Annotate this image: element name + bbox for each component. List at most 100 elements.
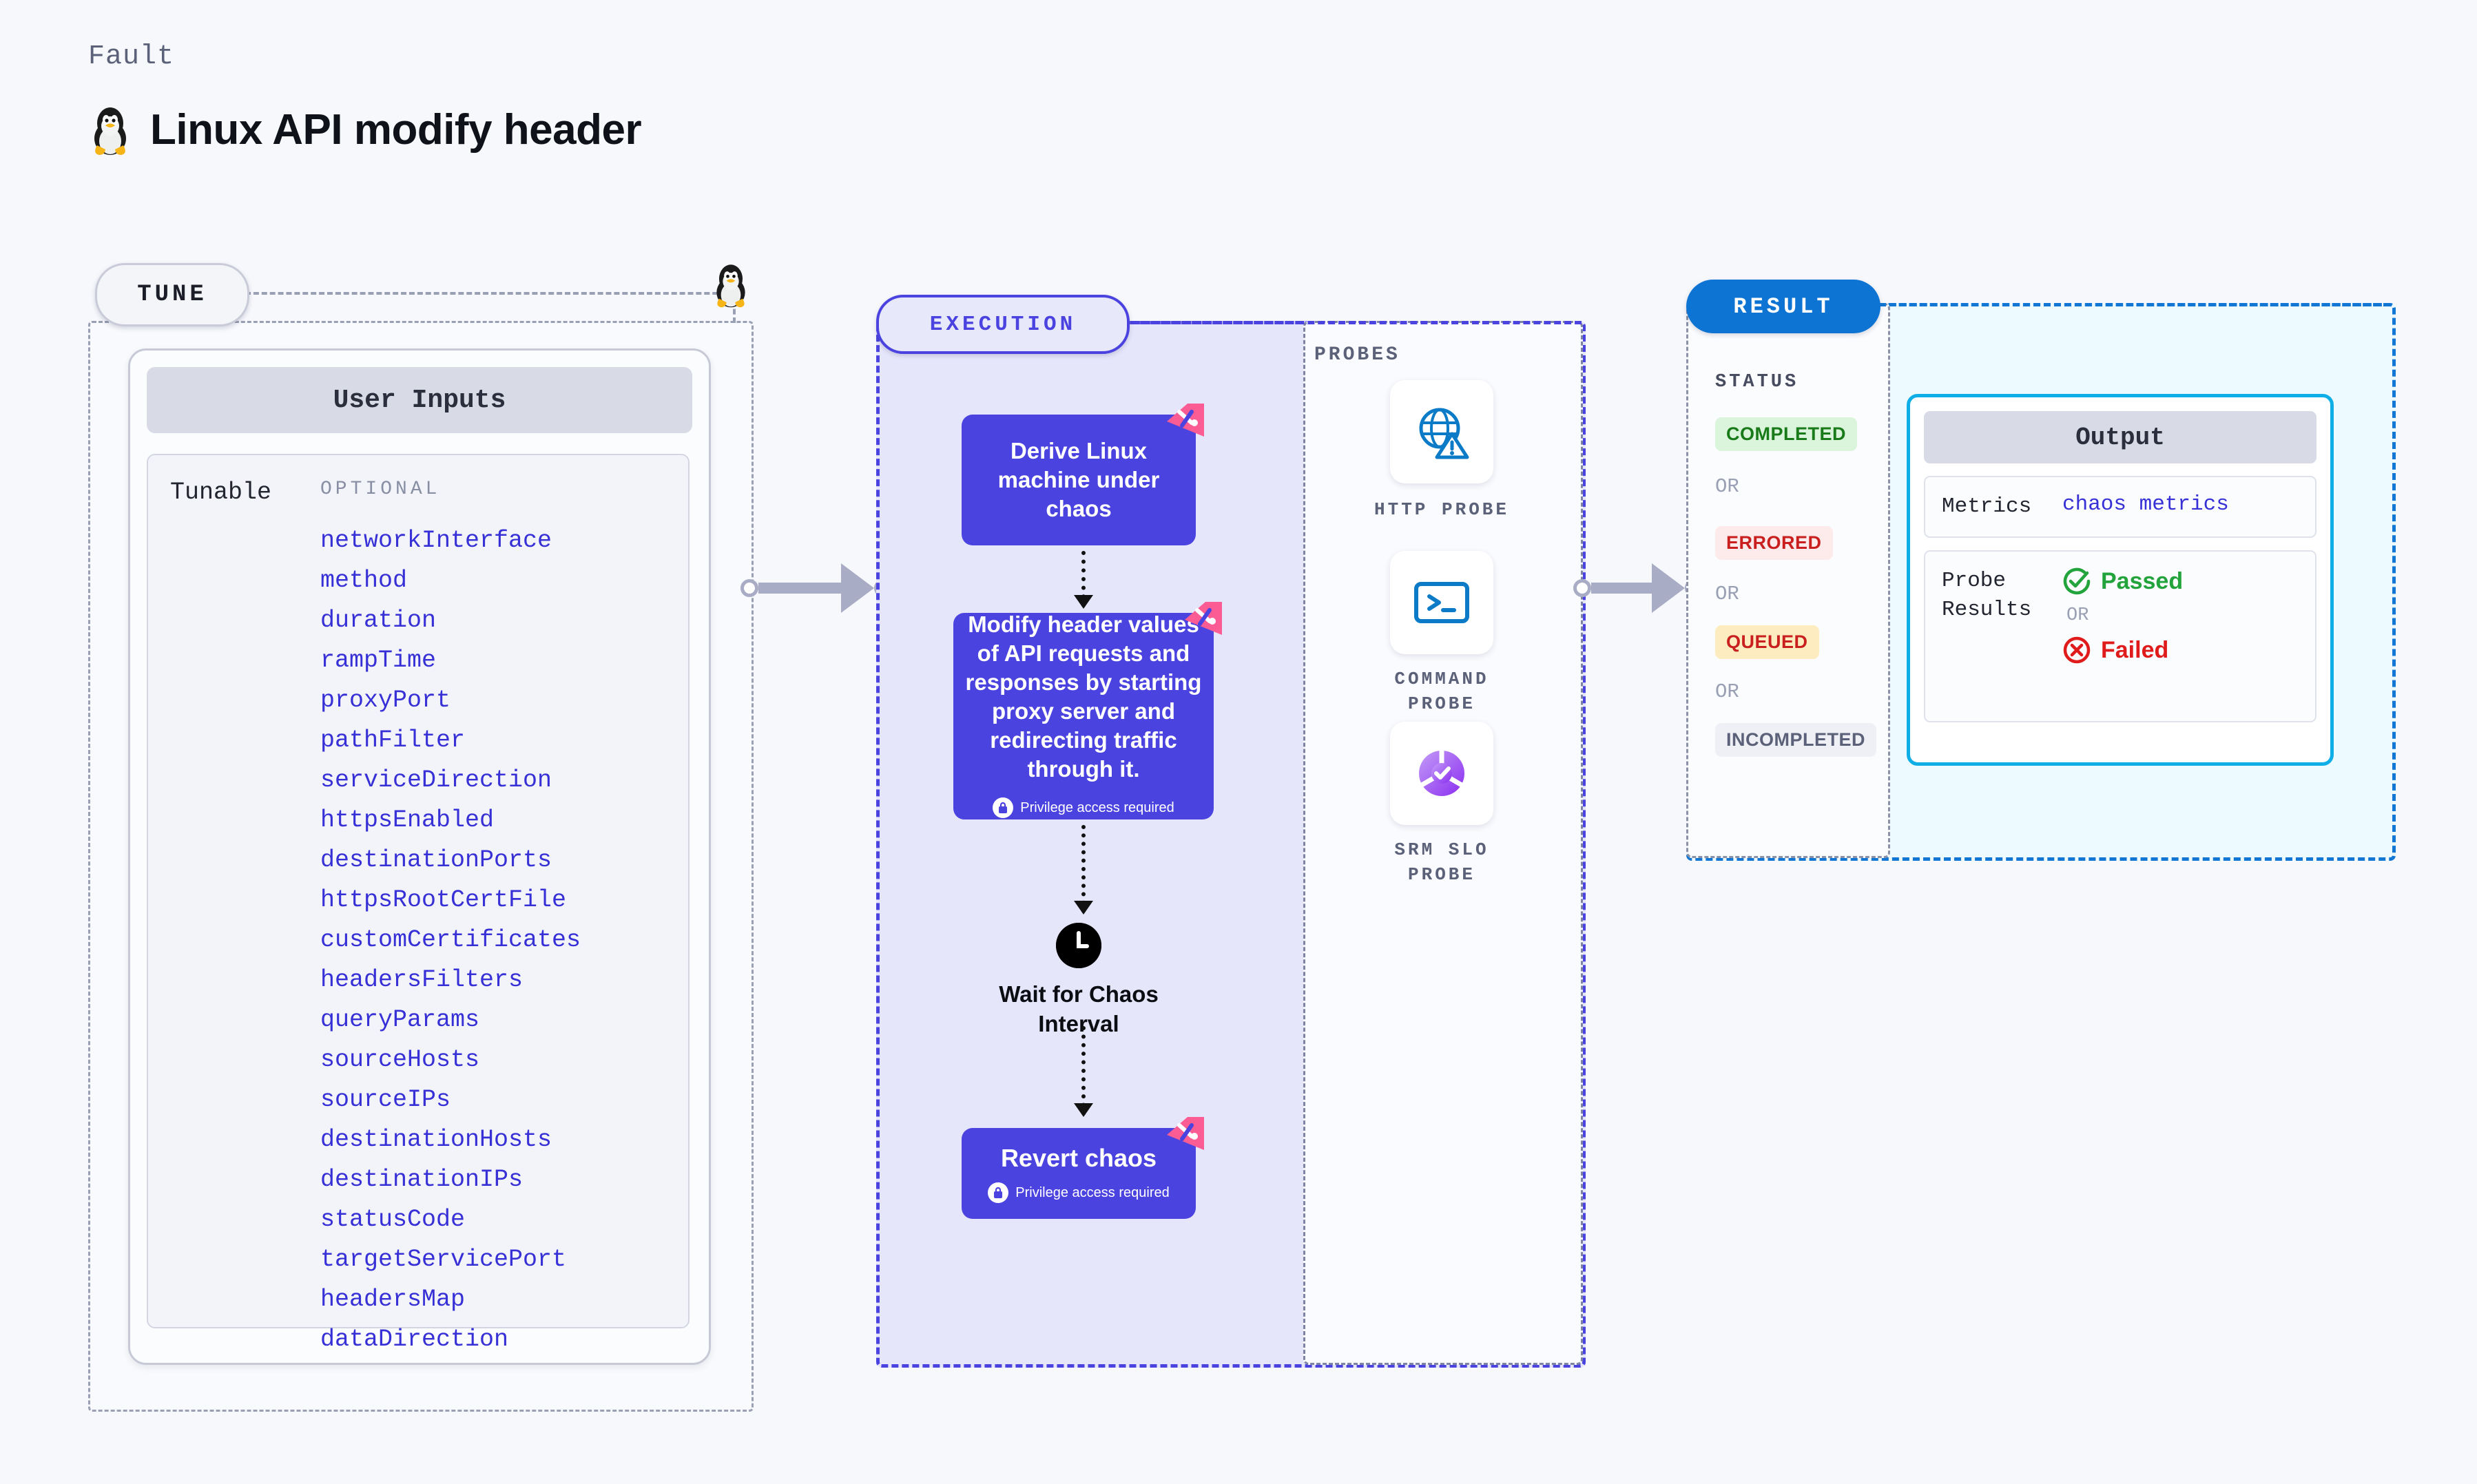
status-badge-queued: QUEUED [1715,625,1819,659]
probe-failed-label: Failed [2101,636,2169,663]
param-item[interactable]: destinationHosts [320,1126,552,1153]
param-item[interactable]: queryParams [320,1006,480,1034]
param-item[interactable]: targetServicePort [320,1246,567,1273]
privilege-note: Privilege access required [993,793,1174,822]
chaos-flag-icon [1167,404,1204,437]
param-item[interactable]: destinationPorts [320,846,552,874]
probe-results-values: Passed OR Failed [2062,567,2183,706]
status-label: STATUS [1715,372,1799,393]
connector-execution-result [1573,563,1703,613]
param-item[interactable]: pathFilter [320,727,466,754]
privilege-note-label: Privilege access required [1020,800,1174,815]
probe-label-command: COMMAND PROBE [1394,669,1489,714]
execution-pill[interactable]: EXECUTION [876,295,1130,354]
slo-donut-check-icon [1419,751,1464,796]
param-item[interactable]: method [320,567,408,594]
probe-results-key: Probe Results [1942,569,2032,622]
flow-node-wait-label: Wait for Chaos Interval [999,981,1159,1036]
tunable-label: Tunable [170,479,272,506]
globe-warning-icon [1419,408,1469,459]
probe-label-srm-slo: SRM SLO PROBE [1394,839,1489,885]
metrics-value[interactable]: chaos metrics [2062,492,2229,516]
param-item[interactable]: serviceDirection [320,766,552,794]
lock-icon [988,1182,1009,1203]
page-title: Linux API modify header [150,105,642,154]
output-row-metrics: Metrics chaos metrics [1924,476,2317,538]
arrow-derive-to-modify [1074,551,1093,609]
clock-icon [1056,923,1101,968]
flow-node-modify[interactable]: Modify header values of API requests and… [953,602,1222,822]
output-row-probe-results: Probe Results Passed OR Failed [1924,550,2317,722]
param-item[interactable]: rampTime [320,647,437,674]
eyebrow-label: Fault [88,41,175,72]
param-item[interactable]: httpsRootCertFile [320,886,567,914]
lock-icon [993,797,1014,818]
flow-node-revert-label: Revert chaos [1000,1144,1157,1172]
param-item[interactable]: headersMap [320,1286,466,1313]
probe-passed-label: Passed [2101,567,2184,594]
status-or-1: OR [1715,475,1739,498]
optional-label: OPTIONAL [320,479,441,500]
privilege-note: Privilege access required [988,1182,1170,1203]
param-item[interactable]: destinationIPs [320,1166,524,1193]
connector-bar [758,583,841,594]
terminal-icon [1414,582,1469,623]
param-item[interactable]: duration [320,607,437,634]
param-item[interactable]: proxyPort [320,687,451,714]
param-item[interactable]: networkInterface [320,527,552,554]
tune-leader-drop [733,292,736,323]
tunable-group: Tunable OPTIONAL networkInterface method d… [147,454,690,1353]
optional-column: OPTIONAL networkInterface method duration r… [320,479,688,1353]
flow-node-revert[interactable]: Revert chaos Privilege access required [962,1117,1204,1219]
arrow-wait-to-revert [1074,1026,1093,1117]
output-title: Output [1924,411,2317,463]
user-inputs-card: User Inputs Tunable OPTIONAL networkInte… [128,348,711,1365]
flow-node-derive-label: Derive Linux machine under chaos [997,438,1160,521]
probe-card-http[interactable] [1390,380,1493,483]
user-inputs-title: User Inputs [147,367,692,433]
param-item[interactable]: sourceIPs [320,1086,451,1114]
probe-passed: Passed [2062,567,2183,596]
probe-or: OR [2066,605,2089,626]
param-item[interactable]: sourceHosts [320,1046,480,1074]
tune-pill[interactable]: TUNE [95,263,249,326]
connector-bar [1591,583,1652,594]
param-item[interactable]: customCertificates [320,926,581,954]
check-circle-icon [2063,567,2091,595]
status-badge-incompleted: INCOMPLETED [1715,723,1877,757]
probe-failed: Failed [2062,636,2183,665]
param-item[interactable]: statusCode [320,1206,466,1233]
connector-arrowhead [841,563,874,613]
result-leader-line [1879,303,2390,306]
status-boundary [1686,303,1890,858]
param-item[interactable]: httpsEnabled [320,806,495,834]
output-card: Output Metrics chaos metrics Probe Resul… [1907,394,2334,766]
flow-node-modify-label: Modify header values of API requests and… [965,612,1202,782]
param-item[interactable]: headersFilters [320,966,524,994]
tune-leader-line [245,292,734,295]
page-header: Fault Linux API modify header [88,41,642,156]
flow-node-derive[interactable]: Derive Linux machine under chaos [962,404,1204,545]
param-list: networkInterface method duration rampTime pr… [320,521,688,1359]
chaos-flag-icon [1185,602,1222,635]
connector-arrowhead [1652,563,1685,613]
probe-label-http: HTTP PROBE [1374,499,1510,520]
flow-node-wait[interactable]: Wait for Chaos Interval [962,923,1196,1038]
connector-tune-execution [740,563,892,613]
tune-tux-icon [711,260,751,312]
privilege-note-label: Privilege access required [1015,1184,1170,1200]
status-or-2: OR [1715,583,1739,605]
probe-card-srm-slo[interactable] [1390,722,1493,825]
metrics-key: Metrics [1942,494,2032,519]
param-item[interactable]: dataDirection [320,1326,509,1353]
probes-boundary [1303,321,1583,1365]
execution-leader-line [1123,321,1582,324]
chaos-flag-icon [1167,1117,1204,1150]
probes-label: PROBES [1314,344,1400,366]
probe-card-command[interactable] [1390,551,1493,654]
title-row: Linux API modify header [88,103,642,156]
connector-start-dot [1573,579,1591,597]
status-or-3: OR [1715,680,1739,703]
result-pill[interactable]: RESULT [1686,280,1880,333]
x-circle-icon [2063,636,2091,664]
